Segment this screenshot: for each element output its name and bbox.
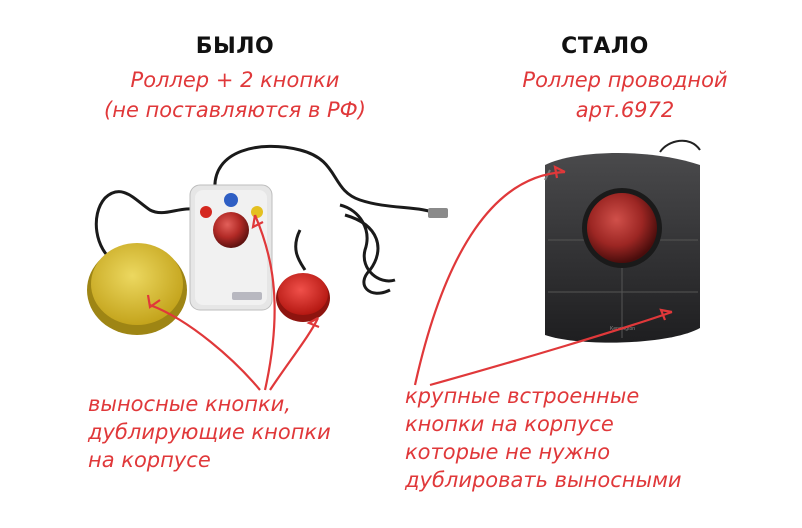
old-trackball-device <box>189 184 273 311</box>
left-subtitle-line2: (не поставляются в РФ) <box>104 98 366 122</box>
left-caption: выносные кнопки, дублирующие кнопки на к… <box>88 390 388 474</box>
left-heading: БЫЛО <box>195 34 275 59</box>
annotation-arrows <box>146 165 673 391</box>
right-subtitle-line1: Роллер проводной <box>522 68 728 92</box>
right-caption-line: кнопки на корпусе <box>405 412 614 436</box>
right-caption-line: которые не нужно <box>405 440 611 464</box>
yellow-external-button <box>87 243 187 335</box>
right-subtitle-line2: арт.6972 <box>575 98 675 122</box>
cables <box>94 144 441 295</box>
left-caption-line: дублирующие кнопки <box>88 420 331 444</box>
red-external-button <box>276 273 330 322</box>
left-caption-line: на корпусе <box>88 448 211 472</box>
left-subtitle-line1: Роллер + 2 кнопки <box>130 68 340 92</box>
right-caption-line: дублировать выносными <box>405 468 682 492</box>
new-trackball-device: Kensington <box>544 139 701 343</box>
right-caption: крупные встроенные кнопки на корпусе кот… <box>405 382 765 494</box>
usb-plug <box>428 208 448 218</box>
right-caption-line: крупные встроенные <box>405 384 640 408</box>
right-heading: СТАЛО <box>561 34 649 59</box>
left-caption-line: выносные кнопки, <box>88 392 291 416</box>
